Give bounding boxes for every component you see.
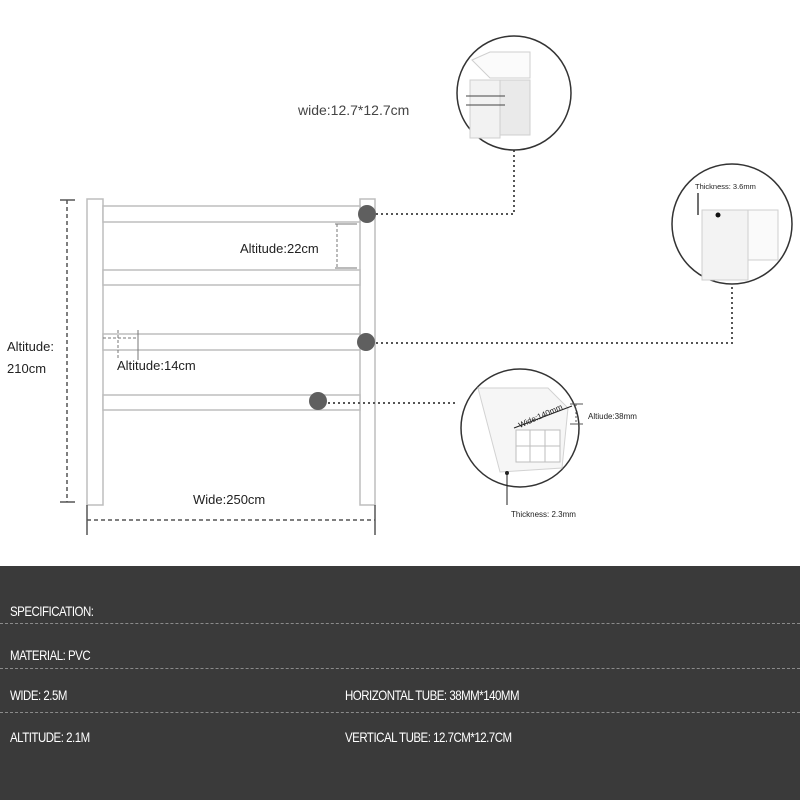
leader-post-thickness bbox=[376, 283, 733, 344]
spec-vertical-tube: VERTICAL TUBE: 12.7CM*12.7CM bbox=[345, 729, 512, 745]
rail-gap-label: Altitude:22cm bbox=[240, 241, 319, 256]
marker-lower-rail bbox=[309, 392, 327, 410]
marker-middle-right bbox=[357, 333, 375, 351]
callout-post-thickness bbox=[671, 163, 793, 285]
spec-row-material: MATERIAL: PVC bbox=[0, 624, 800, 669]
callout-rail-section bbox=[460, 368, 583, 505]
spec-horizontal-tube: HORIZONTAL TUBE: 38MM*140MM bbox=[345, 687, 520, 703]
wide-total-label: Wide:250cm bbox=[193, 492, 265, 507]
rail-1 bbox=[102, 205, 361, 223]
rail-2 bbox=[102, 269, 361, 286]
left-post bbox=[86, 198, 104, 506]
specification-panel: SPECIFICATION: MATERIAL: PVC WIDE: 2.5M … bbox=[0, 566, 800, 800]
rail-3 bbox=[102, 333, 361, 351]
callout-post-cap bbox=[456, 35, 572, 151]
wide-total-dimension bbox=[86, 505, 376, 535]
offset-dimension bbox=[103, 330, 139, 360]
altitude-total-dimension bbox=[60, 199, 75, 503]
fence-dimension-diagram: wide:12.7*12.7cm Altitude:22cm Altitude:… bbox=[7, 35, 793, 535]
post-thickness-label: Thickness: 3.6mm bbox=[695, 182, 756, 191]
spec-row-altitude: ALTITUDE: 2.1M VERTICAL TUBE: 12.7CM*12.… bbox=[0, 713, 800, 755]
offset-label: Altitude:14cm bbox=[117, 358, 196, 373]
spec-row-wide: WIDE: 2.5M HORIZONTAL TUBE: 38MM*140MM bbox=[0, 669, 800, 713]
rail-gap-dimension bbox=[335, 223, 357, 269]
spec-altitude: ALTITUDE: 2.1M bbox=[10, 729, 90, 745]
leader-post-size bbox=[376, 147, 515, 215]
altitude-total-label-2: 210cm bbox=[7, 361, 46, 376]
spec-row-heading: SPECIFICATION: bbox=[0, 566, 800, 624]
rail-altitude-label: Altiude:38mm bbox=[588, 412, 637, 421]
rail-thickness-label: Thickness: 2.3mm bbox=[511, 510, 576, 519]
altitude-total-label-1: Altitude: bbox=[7, 339, 54, 354]
spec-heading: SPECIFICATION: bbox=[10, 603, 94, 619]
spec-wide: WIDE: 2.5M bbox=[10, 687, 67, 703]
right-post bbox=[359, 198, 376, 506]
spec-material: MATERIAL: PVC bbox=[10, 647, 91, 663]
marker-top-right bbox=[358, 205, 376, 223]
post-size-label: wide:12.7*12.7cm bbox=[297, 102, 409, 118]
